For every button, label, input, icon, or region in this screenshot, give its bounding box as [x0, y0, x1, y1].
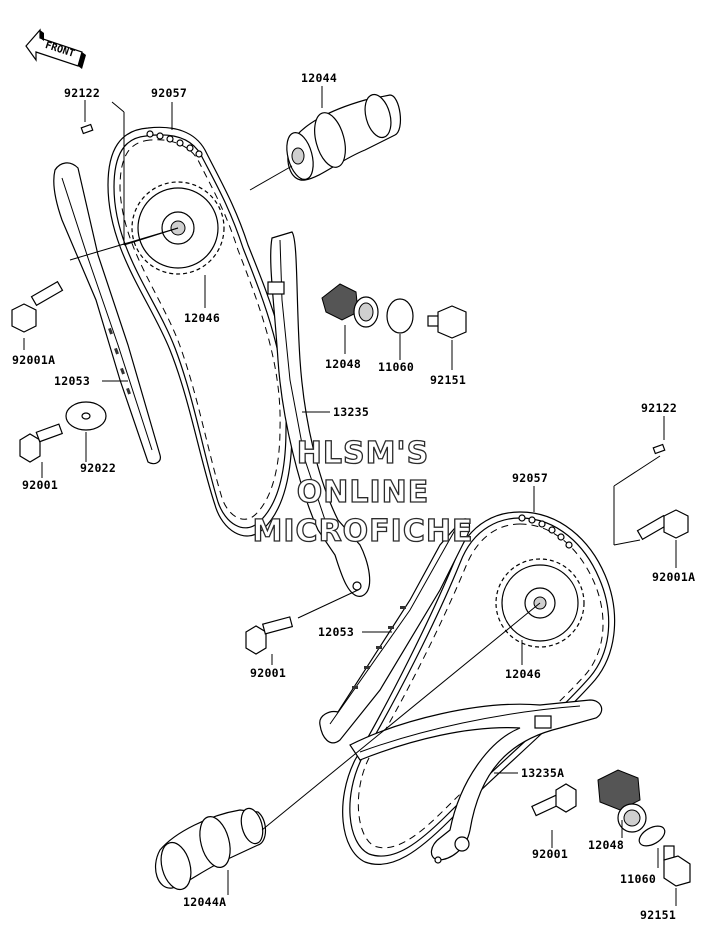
upper-cam-chain	[107, 126, 293, 537]
gasket-11060-top	[386, 298, 414, 334]
label-92022: 92022	[80, 461, 116, 475]
label-92057-right: 92057	[512, 471, 548, 485]
label-92001a-left: 92001A	[12, 353, 55, 367]
chain-tensioner-13235a	[349, 699, 603, 864]
label-92057-top: 92057	[151, 86, 187, 100]
label-12048-top: 12048	[325, 357, 361, 371]
label-92151-top: 92151	[430, 373, 466, 387]
washer-92022	[65, 401, 107, 431]
watermark-line-2: ONLINE	[297, 475, 430, 510]
cap-bolt-92151-top	[427, 305, 467, 339]
gasket-11060-low	[638, 825, 666, 847]
camshaft-12044	[286, 93, 402, 181]
label-13235: 13235	[333, 405, 369, 419]
label-92001-mid: 92001	[250, 666, 286, 680]
label-92001a-right: 92001A	[652, 570, 695, 584]
label-92122-top: 92122	[64, 86, 100, 100]
bolt-92001-mid	[245, 616, 294, 655]
lower-chain-guide	[319, 518, 471, 744]
leader-lines	[23, 86, 677, 906]
upper-chain-guide	[53, 162, 161, 465]
label-12053-left: 12053	[54, 374, 90, 388]
chain-tensioner-13235	[267, 231, 371, 597]
label-11060-low: 11060	[620, 872, 656, 886]
label-12046-right: 12046	[505, 667, 541, 681]
label-92151-low: 92151	[640, 908, 676, 922]
label-12046-top: 12046	[184, 311, 220, 325]
label-13235a: 13235A	[521, 766, 564, 780]
bolt-92001-low	[531, 783, 577, 817]
part-labels: 92122 92057 12044 12046 92001A 12053 920…	[12, 71, 695, 922]
watermark-line-3: MICROFICHE	[253, 514, 474, 549]
cap-bolt-92151-low	[663, 845, 691, 887]
label-12044: 12044	[301, 71, 337, 85]
label-12048-low: 12048	[588, 838, 624, 852]
pin-right	[652, 443, 666, 455]
watermark: HLSM'S ONLINE MICROFICHE	[252, 435, 474, 549]
label-11060-top: 11060	[378, 360, 414, 374]
front-arrow-icon: FRONT	[25, 28, 86, 69]
pin-upper	[80, 123, 94, 135]
bolt-92001-left	[19, 423, 64, 463]
label-92001-low: 92001	[532, 847, 568, 861]
camshaft-12044a	[155, 807, 267, 891]
label-92122-right: 92122	[641, 401, 677, 415]
label-12053-mid: 12053	[318, 625, 354, 639]
bolt-92001a-left	[11, 280, 64, 333]
tensioner-12048-low	[597, 769, 647, 833]
watermark-line-1: HLSM'S	[297, 436, 429, 471]
tensioner-12048-top	[321, 283, 379, 328]
label-92001-left: 92001	[22, 478, 58, 492]
bolt-92001a-right	[636, 509, 689, 541]
lower-cam-chain	[342, 511, 616, 866]
label-12044a: 12044A	[183, 895, 226, 909]
